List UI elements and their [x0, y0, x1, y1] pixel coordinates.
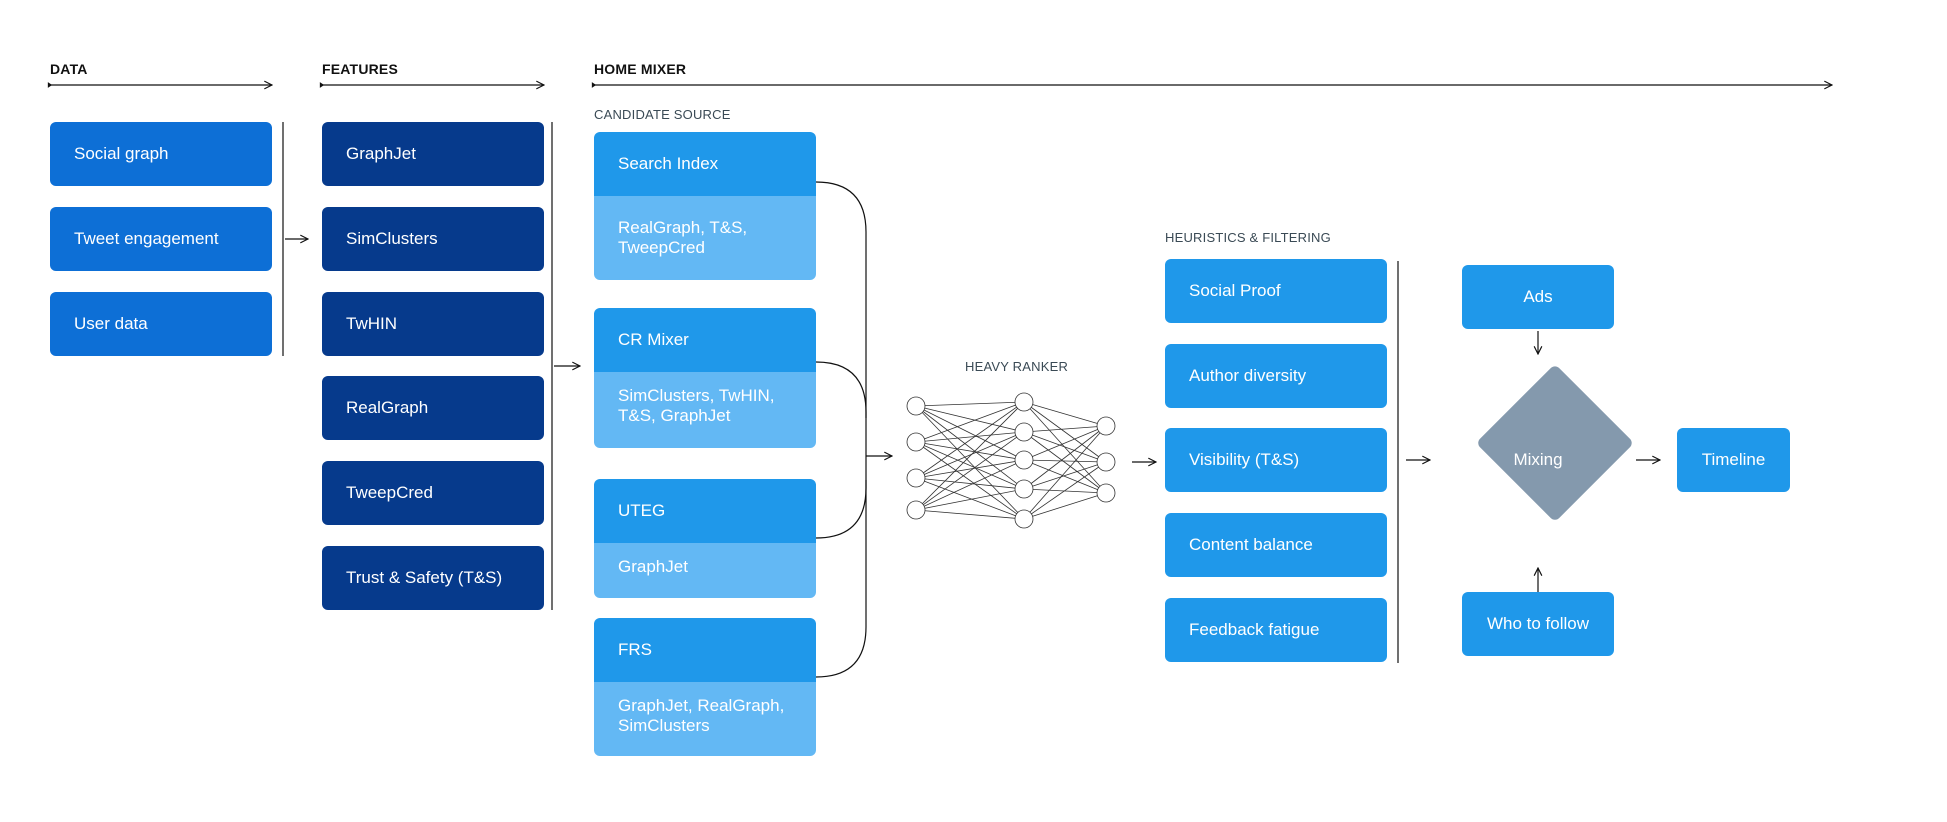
network-node: [1096, 452, 1116, 472]
network-edge: [1023, 492, 1107, 520]
feature-item-simclusters: SimClusters: [322, 207, 544, 271]
network-edge: [915, 441, 1025, 490]
candidate-source-features: GraphJet: [594, 543, 816, 598]
candidate-source-name: Search Index: [594, 132, 816, 196]
network-edge: [1023, 431, 1107, 494]
network-edge: [1023, 459, 1107, 463]
network-node: [906, 468, 926, 488]
candidate-source-features: GraphJet, RealGraph, SimClusters: [594, 682, 816, 756]
candidate-source-name: FRS: [594, 618, 816, 682]
network-edge: [1023, 461, 1107, 520]
network-node: [1014, 450, 1034, 470]
who-to-follow-box: Who to follow: [1462, 592, 1614, 656]
network-edge: [915, 441, 1025, 520]
network-edge: [915, 405, 1025, 490]
candidate-source-name: UTEG: [594, 479, 816, 543]
network-edge: [915, 488, 1025, 511]
network-node: [1014, 392, 1034, 412]
data-item-user-data: User data: [50, 292, 272, 356]
network-node: [906, 432, 926, 452]
data-item-tweet-engagement: Tweet engagement: [50, 207, 272, 271]
network-edge: [1023, 401, 1107, 463]
candidate-source-uteg: UTEG GraphJet: [594, 479, 816, 598]
network-edge: [915, 401, 1025, 479]
heuristic-content-balance: Content balance: [1165, 513, 1387, 577]
network-node: [1014, 422, 1034, 442]
network-edge: [1023, 461, 1107, 490]
network-edge: [1023, 488, 1107, 494]
network-edge: [915, 509, 1025, 520]
network-edge: [915, 431, 1025, 511]
network-edge: [1023, 401, 1107, 427]
feature-item-realgraph: RealGraph: [322, 376, 544, 440]
network-node: [906, 500, 926, 520]
network-edge: [1023, 425, 1107, 433]
section-header-features: FEATURES: [322, 61, 399, 77]
candidate-source-name: CR Mixer: [594, 308, 816, 372]
network-edge: [915, 459, 1025, 479]
network-edge: [915, 477, 1025, 520]
feature-item-tweepcred: TweepCred: [322, 461, 544, 525]
mixing-diamond: [1478, 366, 1632, 520]
network-edge: [1023, 425, 1107, 520]
candidate-source-features: SimClusters, TwHIN, T&S, GraphJet: [594, 372, 816, 448]
heavy-ranker-network-icon: [906, 392, 1116, 529]
candidate-source-cr-mixer: CR Mixer SimClusters, TwHIN, T&S, GraphJ…: [594, 308, 816, 448]
feature-item-twhin: TwHIN: [322, 292, 544, 356]
network-edge: [915, 477, 1025, 490]
network-edge: [915, 401, 1025, 443]
heuristic-feedback-fatigue: Feedback fatigue: [1165, 598, 1387, 662]
network-edge: [915, 405, 1025, 520]
candidate-source-search-index: Search Index RealGraph, T&S, TweepCred: [594, 132, 816, 280]
network-edge: [915, 459, 1025, 511]
network-node: [1096, 483, 1116, 503]
heavy-ranker-label: HEAVY RANKER: [965, 359, 1069, 374]
network-edge: [1023, 425, 1107, 461]
heuristics-label: HEURISTICS & FILTERING: [1165, 230, 1331, 245]
ads-box: Ads: [1462, 265, 1614, 329]
network-edge: [915, 431, 1025, 443]
network-node: [1014, 509, 1034, 529]
network-node: [1096, 416, 1116, 436]
candidate-source-features: RealGraph, T&S, TweepCred: [594, 196, 816, 280]
candidate-source-label: CANDIDATE SOURCE: [594, 107, 731, 122]
section-header-home-mixer: HOME MIXER: [594, 61, 687, 77]
network-edge: [1023, 401, 1107, 494]
network-edge: [1023, 425, 1107, 490]
timeline-box: Timeline: [1677, 428, 1790, 492]
network-edge: [915, 401, 1025, 511]
data-item-social-graph: Social graph: [50, 122, 272, 186]
mixing-label: Mixing: [1513, 450, 1563, 469]
heuristic-author-diversity: Author diversity: [1165, 344, 1387, 408]
heuristic-social-proof: Social Proof: [1165, 259, 1387, 323]
feature-item-graphjet: GraphJet: [322, 122, 544, 186]
network-edge: [915, 431, 1025, 479]
section-header-data: DATA: [50, 61, 88, 77]
heuristic-visibility: Visibility (T&S): [1165, 428, 1387, 492]
network-edge: [1023, 459, 1107, 494]
network-edge: [915, 401, 1025, 407]
candidate-source-frs: FRS GraphJet, RealGraph, SimClusters: [594, 618, 816, 756]
network-edge: [915, 441, 1025, 461]
feature-item-trust-safety: Trust & Safety (T&S): [322, 546, 544, 610]
network-node: [906, 396, 926, 416]
network-edge: [915, 405, 1025, 461]
network-node: [1014, 479, 1034, 499]
network-edge: [1023, 431, 1107, 463]
network-edge: [915, 405, 1025, 433]
